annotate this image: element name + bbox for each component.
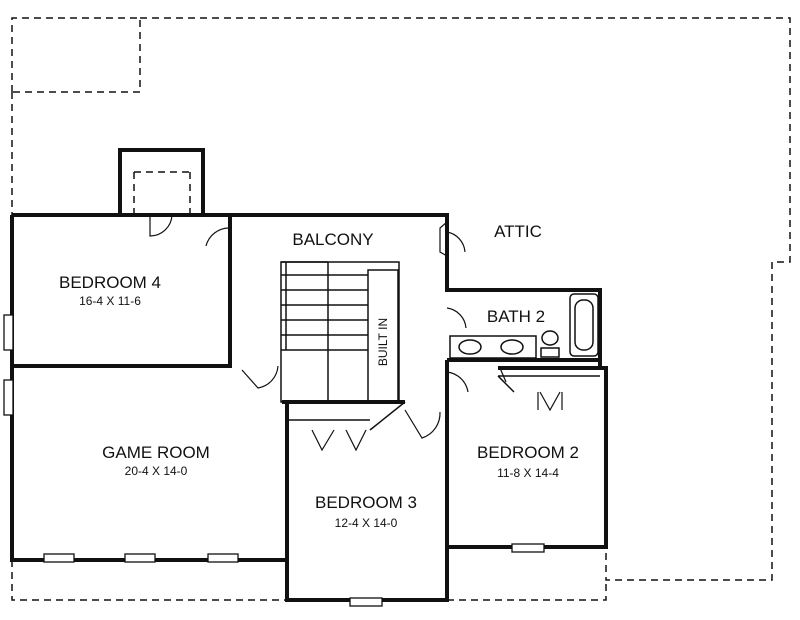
chimney-bay (118, 148, 205, 213)
door-swings (149, 214, 507, 439)
built-in-label: BUILT IN (376, 318, 390, 366)
closet-doors (287, 375, 600, 452)
bedroom3-dimensions: 12-4 X 14-0 (335, 516, 398, 530)
game-room-label: GAME ROOM (102, 443, 210, 462)
attic-outline (11, 17, 791, 601)
bedroom2-label: BEDROOM 2 (477, 443, 579, 462)
game-room-dimensions: 20-4 X 14-0 (125, 464, 188, 478)
bedroom4-label: BEDROOM 4 (59, 273, 161, 292)
windows (3, 314, 545, 607)
attic-label: ATTIC (494, 222, 542, 241)
bedroom3-label: BEDROOM 3 (315, 493, 417, 512)
bath2-label: BATH 2 (487, 307, 545, 326)
stair (280, 261, 400, 403)
balcony-label: BALCONY (292, 230, 373, 249)
bedroom2-dimensions: 11-8 X 14-4 (497, 466, 559, 480)
bedroom4-dimensions: 16-4 X 11-6 (79, 294, 141, 308)
bath-fixtures (449, 293, 599, 359)
